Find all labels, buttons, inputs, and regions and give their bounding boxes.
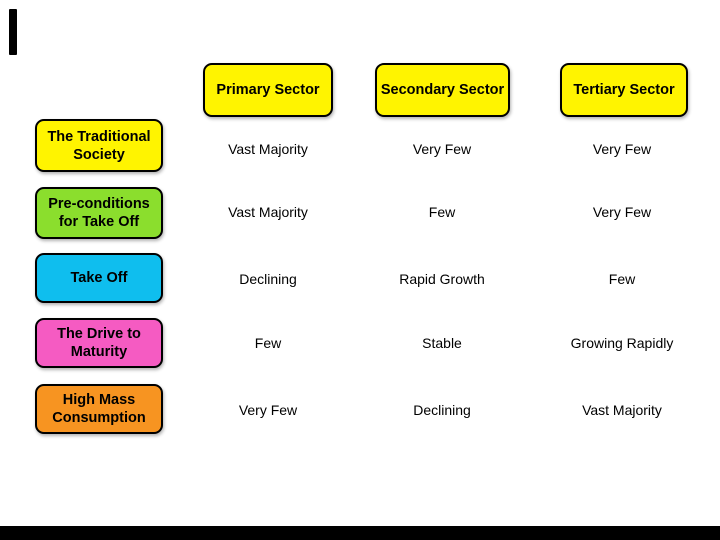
table-cell: Vast Majority xyxy=(582,402,662,418)
row-label-preconditions-take-off: Pre-conditions for Take Off xyxy=(35,187,163,239)
table-cell: Very Few xyxy=(592,204,652,220)
table-cell: Stable xyxy=(422,335,462,351)
table-cell: Very Few xyxy=(238,402,298,418)
row-label-drive-to-maturity: The Drive to Maturity xyxy=(35,318,163,368)
scan-artifact-bottom-bar xyxy=(0,526,720,540)
column-header-secondary-sector: Secondary Sector xyxy=(375,63,510,117)
row-label-traditional-society: The Traditional Society xyxy=(35,119,163,172)
column-header-tertiary-sector: Tertiary Sector xyxy=(560,63,688,117)
column-header-primary-sector: Primary Sector xyxy=(203,63,333,117)
table-cell: Very Few xyxy=(412,141,472,157)
table-cell: Declining xyxy=(413,402,471,418)
row-label-take-off: Take Off xyxy=(35,253,163,303)
table-cell: Few xyxy=(428,204,456,220)
table-cell: Very Few xyxy=(592,141,652,157)
table-cell: Vast Majority xyxy=(228,204,308,220)
table-cell: Few xyxy=(254,335,282,351)
scan-artifact-topleft-mark xyxy=(9,9,17,55)
table-cell: Few xyxy=(608,271,636,287)
table-cell: Growing Rapidly xyxy=(570,335,674,351)
table-cell: Declining xyxy=(239,271,297,287)
row-label-high-mass-consumption: High Mass Consumption xyxy=(35,384,163,434)
table-cell: Vast Majority xyxy=(228,141,308,157)
table-cell: Rapid Growth xyxy=(399,271,485,287)
